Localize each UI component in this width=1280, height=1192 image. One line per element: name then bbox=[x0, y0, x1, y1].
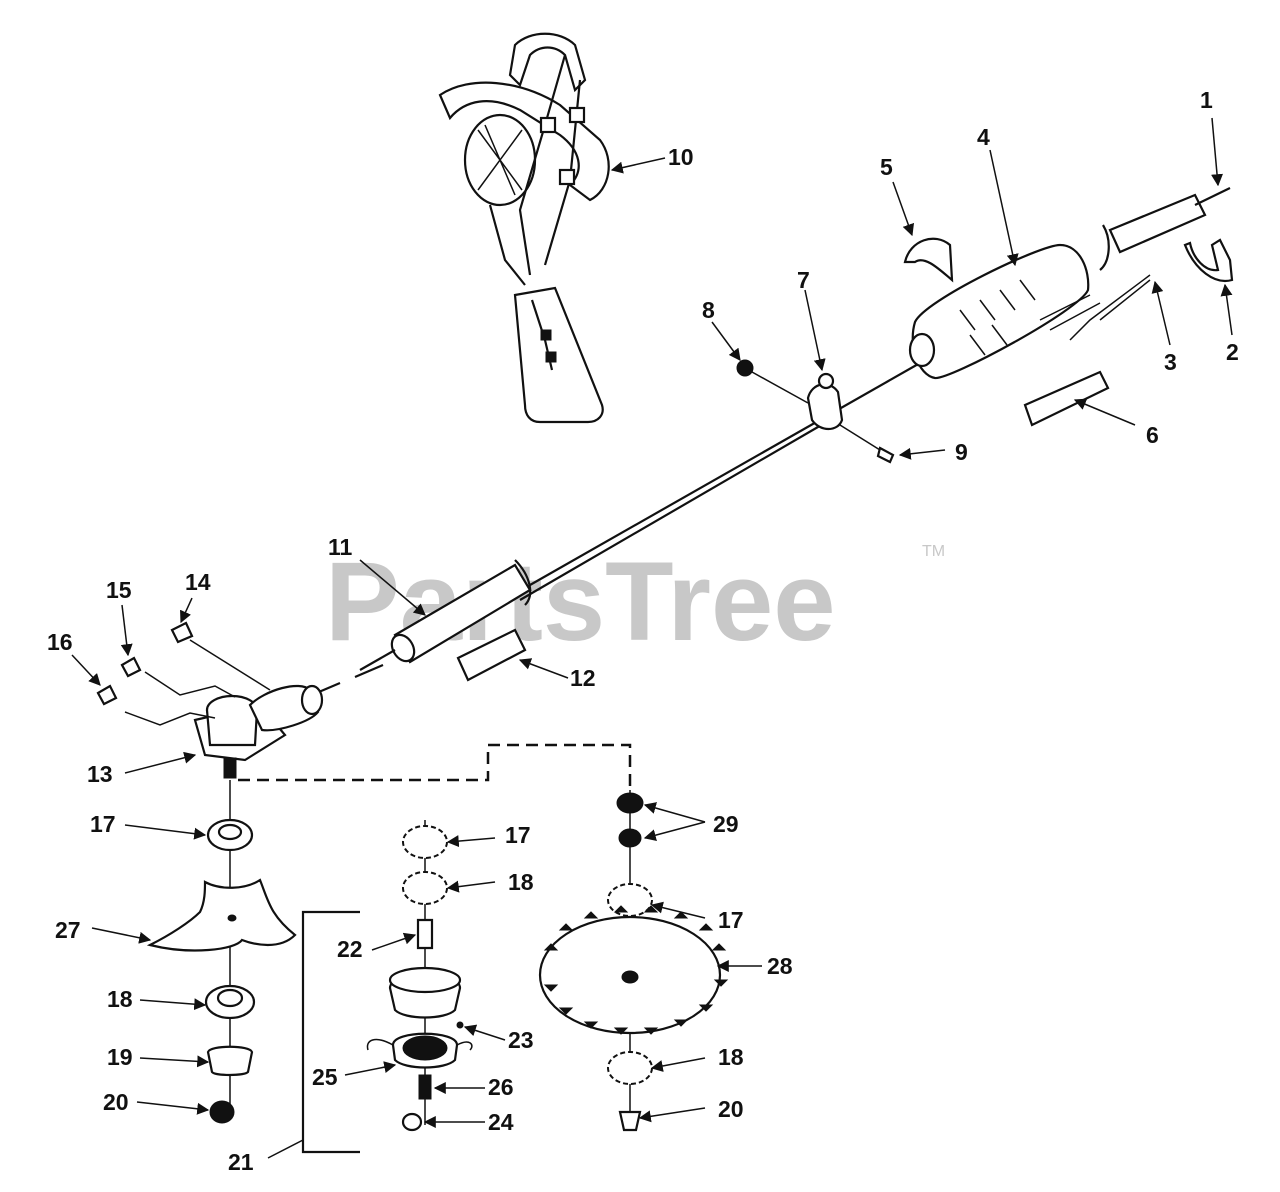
callout-5: 5 bbox=[880, 154, 893, 180]
shoulder-harness bbox=[438, 32, 610, 424]
screw-15 bbox=[120, 656, 142, 678]
callout-17-right: 17 bbox=[718, 907, 744, 933]
callout-15: 15 bbox=[106, 577, 132, 603]
spring-piece-5 bbox=[903, 237, 954, 283]
callout-1: 1 bbox=[1200, 87, 1213, 113]
callout-4: 4 bbox=[977, 124, 990, 150]
callout-28: 28 bbox=[767, 953, 793, 979]
callout-17-left: 17 bbox=[90, 811, 116, 837]
callout-20-left: 20 bbox=[103, 1089, 129, 1115]
right-saw-blade-stack bbox=[538, 790, 729, 1132]
callout-16: 16 bbox=[47, 629, 73, 655]
callout-27: 27 bbox=[55, 917, 81, 943]
callout-13: 13 bbox=[87, 761, 113, 787]
screw-14 bbox=[170, 621, 194, 644]
callout-24: 24 bbox=[488, 1109, 514, 1135]
leader-lines bbox=[71, 117, 1233, 1159]
callout-2: 2 bbox=[1226, 339, 1239, 365]
wire-bundle bbox=[1069, 274, 1151, 341]
engine-tube bbox=[908, 187, 1231, 380]
callout-20-right: 20 bbox=[718, 1096, 744, 1122]
shaft-housing bbox=[359, 559, 532, 671]
screw-16 bbox=[96, 684, 118, 706]
callout-18-right: 18 bbox=[718, 1044, 744, 1070]
callout-22: 22 bbox=[337, 936, 363, 962]
middle-trimmer-head-stack bbox=[366, 820, 473, 1132]
callout-labels: 1 2 3 4 5 6 7 8 9 10 11 12 13 14 15 16 1… bbox=[47, 87, 1239, 1175]
callout-23: 23 bbox=[508, 1027, 534, 1053]
bracket-21 bbox=[301, 910, 360, 1154]
shaft-shield bbox=[456, 628, 527, 682]
callout-12: 12 bbox=[570, 665, 596, 691]
callout-14: 14 bbox=[185, 569, 211, 595]
callout-18-left: 18 bbox=[107, 986, 133, 1012]
callout-3: 3 bbox=[1164, 349, 1177, 375]
tube-clip bbox=[1183, 238, 1234, 283]
callout-17-middle: 17 bbox=[505, 822, 531, 848]
callout-8: 8 bbox=[702, 297, 715, 323]
shaft-clamp bbox=[736, 359, 895, 464]
callout-29: 29 bbox=[713, 811, 739, 837]
alternate-config-line bbox=[238, 743, 632, 790]
callout-9: 9 bbox=[955, 439, 968, 465]
callout-19: 19 bbox=[107, 1044, 133, 1070]
callout-21: 21 bbox=[228, 1149, 254, 1175]
callout-11: 11 bbox=[328, 534, 353, 560]
gear-head bbox=[124, 639, 324, 779]
callout-10: 10 bbox=[668, 144, 694, 170]
callout-26: 26 bbox=[488, 1074, 514, 1100]
callout-25: 25 bbox=[312, 1064, 338, 1090]
left-blade-stack bbox=[146, 818, 297, 1124]
callout-18-middle: 18 bbox=[508, 869, 534, 895]
watermark-trademark: TM bbox=[922, 543, 945, 560]
callout-7: 7 bbox=[797, 267, 810, 293]
spring-piece-6 bbox=[1023, 370, 1110, 427]
callout-6: 6 bbox=[1146, 422, 1159, 448]
